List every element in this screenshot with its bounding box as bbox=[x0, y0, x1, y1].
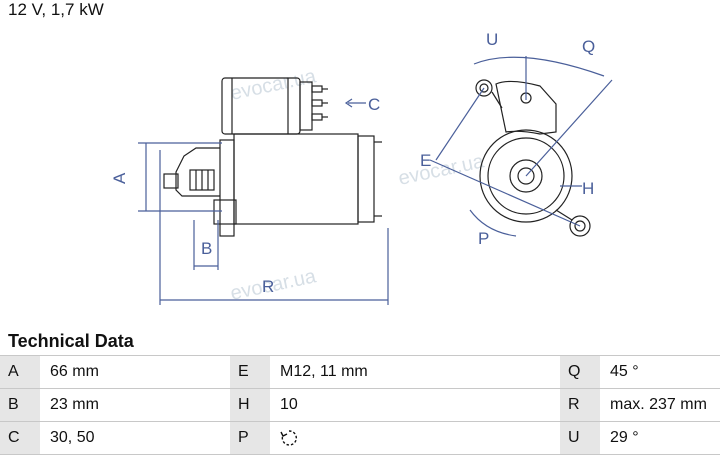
table-row: A 66 mm E M12, 11 mm Q 45 ° bbox=[0, 355, 720, 389]
spec-key: A bbox=[0, 355, 40, 389]
table-row: C 30, 50 P U 29 ° bbox=[0, 421, 720, 455]
label-u: U bbox=[486, 30, 498, 49]
table-row: B 23 mm H 10 R max. 237 mm bbox=[0, 388, 720, 422]
spec-key: U bbox=[560, 421, 600, 455]
watermark-text: evocar.ua bbox=[396, 150, 486, 190]
spec-key: R bbox=[560, 388, 600, 422]
spec-key: H bbox=[230, 388, 270, 422]
spec-value: M12, 11 mm bbox=[270, 355, 560, 389]
front-dimension-lines bbox=[429, 56, 613, 237]
label-p: P bbox=[478, 229, 489, 248]
watermark-text: evocar.ua bbox=[228, 65, 318, 105]
spec-key: P bbox=[230, 421, 270, 455]
dimension-labels: A B C R bbox=[110, 95, 380, 296]
spec-key: B bbox=[0, 388, 40, 422]
spec-key: E bbox=[230, 355, 270, 389]
dimension-lines bbox=[138, 98, 389, 305]
label-r: R bbox=[262, 277, 274, 296]
label-a: A bbox=[110, 172, 129, 184]
label-h: H bbox=[582, 179, 594, 198]
spec-value: 29 ° bbox=[600, 421, 720, 455]
spec-value: 10 bbox=[270, 388, 560, 422]
label-b: B bbox=[201, 239, 212, 258]
label-e: E bbox=[420, 151, 431, 170]
spec-value: 66 mm bbox=[40, 355, 230, 389]
product-title: 12 V, 1,7 kW bbox=[8, 0, 104, 19]
rotation-direction-icon bbox=[280, 430, 297, 446]
label-q: Q bbox=[582, 37, 595, 56]
front-view bbox=[475, 79, 591, 237]
spec-key: Q bbox=[560, 355, 600, 389]
technical-data-table: A 66 mm E M12, 11 mm Q 45 ° B 23 mm H 10… bbox=[0, 355, 720, 455]
spec-value-rotation bbox=[270, 421, 560, 455]
spec-value: 30, 50 bbox=[40, 421, 230, 455]
front-labels: U Q E H P bbox=[420, 30, 595, 248]
technical-data-heading: Technical Data bbox=[8, 331, 134, 351]
spec-value: max. 237 mm bbox=[600, 388, 720, 422]
spec-value: 23 mm bbox=[40, 388, 230, 422]
side-view bbox=[163, 77, 382, 237]
spec-key: C bbox=[0, 421, 40, 455]
starter-motor-drawing: evocar.ua evocar.ua evocar.ua bbox=[110, 30, 613, 305]
label-c: C bbox=[368, 95, 380, 114]
spec-value: 45 ° bbox=[600, 355, 720, 389]
